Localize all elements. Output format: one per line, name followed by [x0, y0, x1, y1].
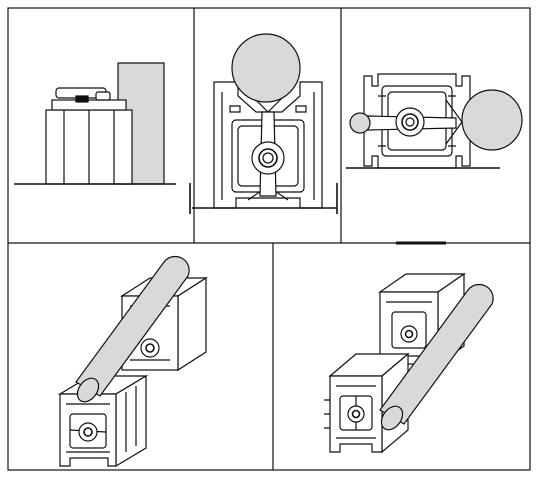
panel-2-upright-profile — [189, 33, 360, 214]
screw-head — [395, 107, 425, 137]
panel-3-horizontal-profile — [346, 73, 523, 245]
panel-1-block-clamp — [14, 62, 194, 190]
panel-5-long-bar-alt — [324, 272, 494, 454]
front-profile — [57, 374, 149, 468]
panel-4-long-bar — [57, 255, 209, 468]
outer-frame — [7, 7, 531, 471]
long-round-bar — [75, 255, 190, 403]
small-round-bar — [349, 112, 371, 134]
long-round-bar — [379, 283, 494, 431]
large-round-bar — [461, 89, 523, 151]
round-bar — [231, 33, 301, 103]
screw-head — [251, 141, 285, 175]
